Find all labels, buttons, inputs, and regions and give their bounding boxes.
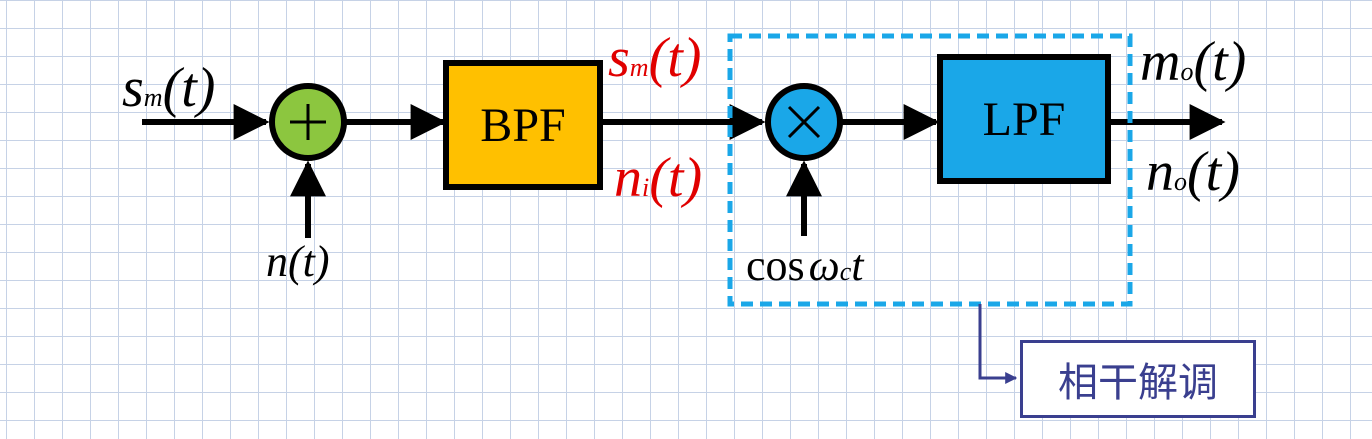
output-signal-label: mo(t) [1140, 31, 1247, 93]
adder [269, 83, 347, 161]
carrier-label: cos ωct [746, 241, 864, 290]
input-signal-label: sm(t) [122, 57, 216, 119]
coherent-demod-box [727, 33, 1133, 307]
coherent-demod-annotation: 相干解调 [1020, 340, 1256, 418]
bpf-block [443, 60, 603, 190]
annotation-connector [978, 304, 1018, 384]
lpf-label: LPF [982, 92, 1066, 146]
bpf-label: BPF [480, 98, 566, 152]
lpf-block [937, 54, 1111, 184]
bpf-output-noise-label: ni(t) [614, 147, 703, 209]
multiplier [765, 83, 843, 161]
noise-label: n(t) [266, 237, 330, 286]
bpf-output-signal-label: sm(t) [608, 27, 702, 89]
output-noise-label: no(t) [1146, 141, 1240, 203]
